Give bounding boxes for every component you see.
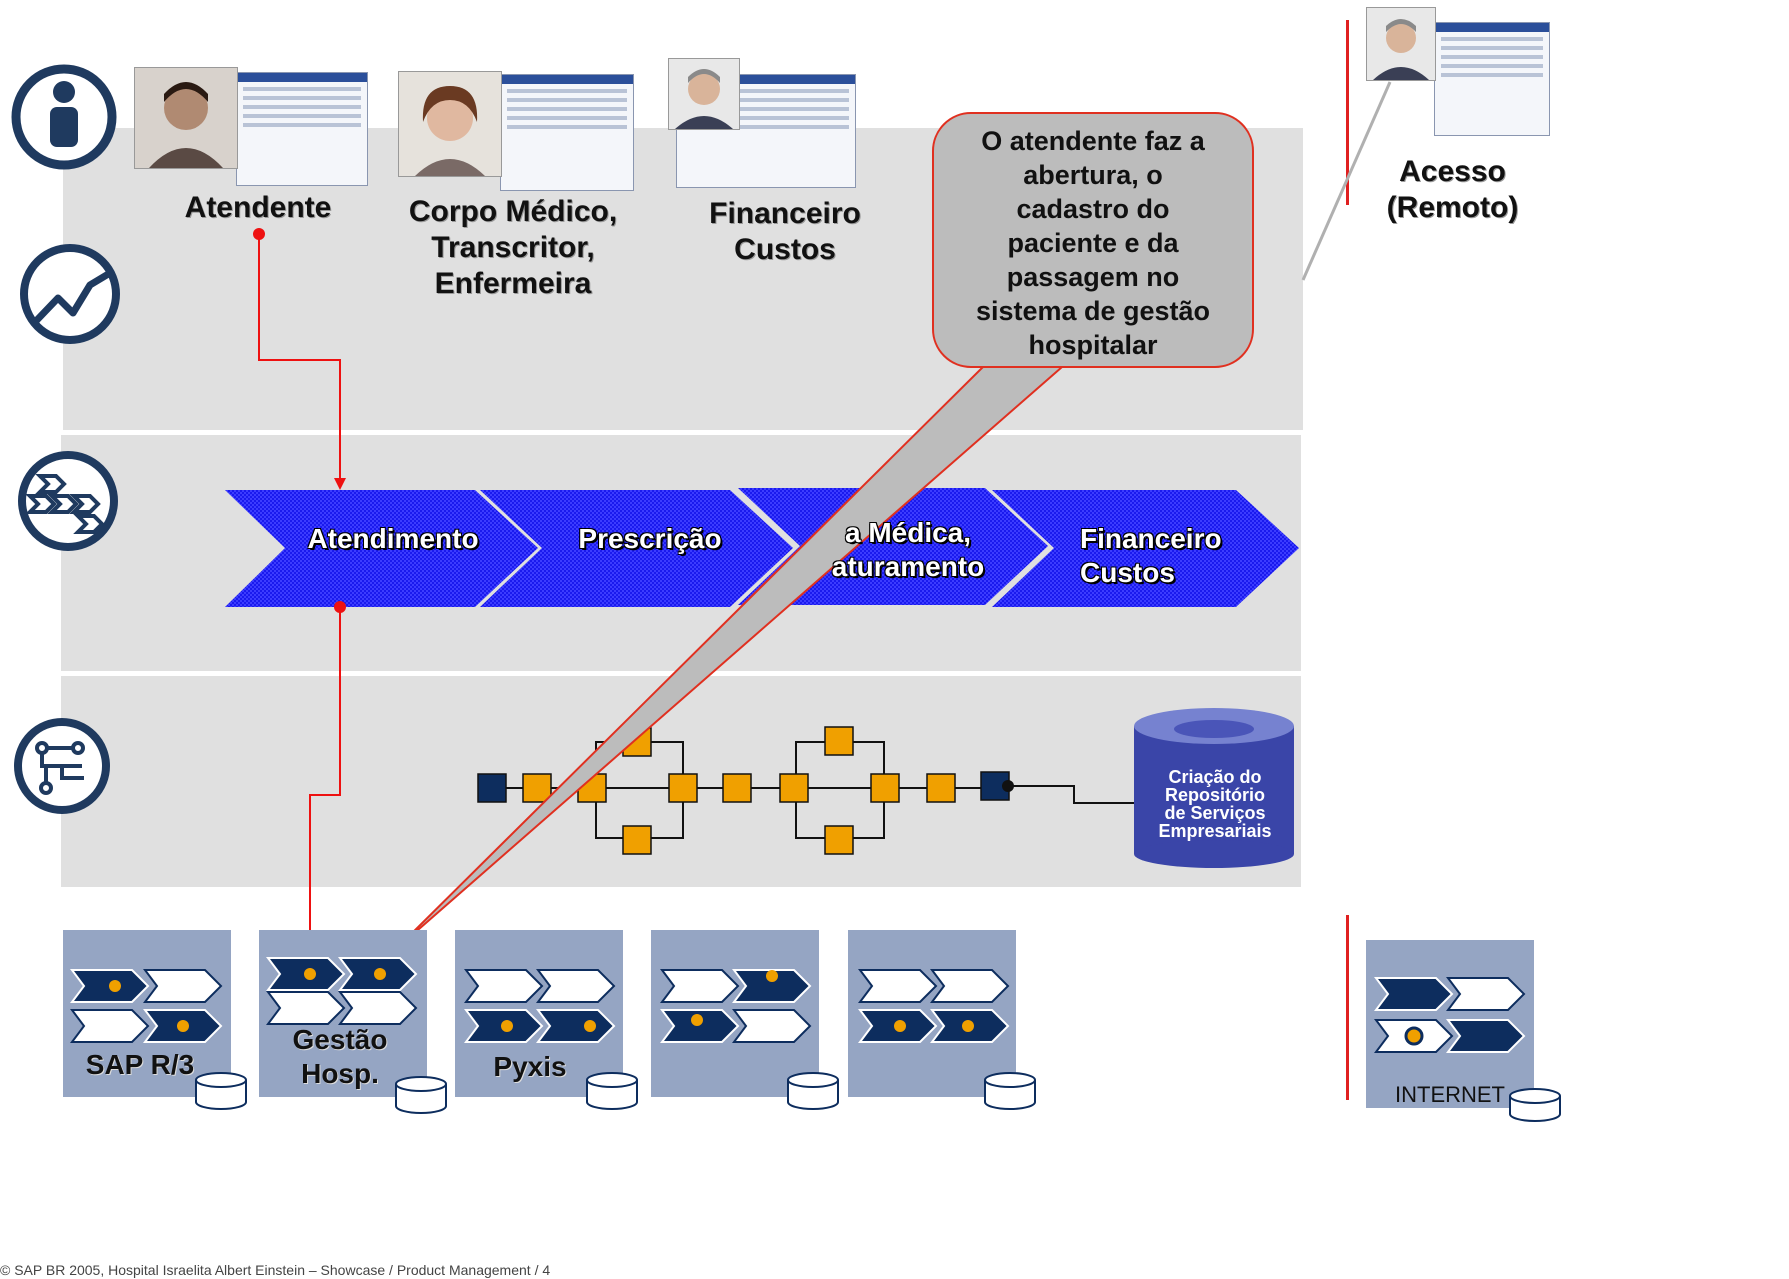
service-node	[522, 773, 552, 803]
system-label-internet: INTERNET	[1395, 1082, 1505, 1107]
callout-line: paciente e da	[1007, 228, 1179, 258]
screenshot-thumbnail	[236, 72, 368, 186]
callout-text: O atendente faz a abertura, o cadastro d…	[945, 124, 1241, 362]
service-node-start	[477, 773, 507, 803]
separator-bottom	[1346, 915, 1349, 1100]
repository-line: Empresariais	[1158, 821, 1272, 841]
role-atendente: Atendente	[184, 191, 332, 224]
chevron-financeiro	[992, 490, 1299, 607]
service-node	[779, 773, 809, 803]
step-label: Financeiro Custos	[1055, 522, 1280, 589]
role-acesso-line: Acesso	[1399, 155, 1506, 188]
step-label-line: Financeiro	[1080, 523, 1222, 554]
service-node	[622, 825, 652, 855]
financeiro-photo	[668, 58, 740, 130]
callout-line: cadastro do	[1016, 194, 1170, 224]
step-label-line: aturamento	[831, 550, 985, 582]
network-icon	[14, 718, 110, 814]
system-label-pyxis: Pyxis	[493, 1051, 567, 1082]
repository-line: Repositório	[1164, 785, 1265, 805]
process-arrows-icon	[18, 451, 118, 551]
callout-line: abertura, o	[1023, 160, 1163, 190]
service-node	[824, 825, 854, 855]
database-icon	[1134, 708, 1294, 868]
role-financeiro-line: Financeiro	[709, 197, 861, 230]
service-node	[824, 726, 854, 756]
footer-copyright: © SAP BR 2005, Hospital Israelita Albert…	[0, 1262, 551, 1278]
role-financeiro: Financeiro Custos	[690, 196, 880, 268]
repository-line: Criação do	[1168, 767, 1262, 787]
role-acesso-line: (Remoto)	[1386, 191, 1519, 224]
step-label: Prescrição	[545, 522, 755, 556]
screenshot-thumbnail	[1434, 22, 1550, 136]
role-financeiro-line: Custos	[734, 233, 836, 266]
system-label-line: Hosp.	[301, 1057, 379, 1089]
role-acesso-remoto: Acesso (Remoto)	[1360, 154, 1545, 226]
repository-label: Criação do Repositório de Serviços Empre…	[1140, 768, 1290, 840]
separator-top	[1346, 20, 1349, 205]
system-label-sap: SAP R/3	[85, 1049, 195, 1080]
chevron-atendimento	[225, 490, 538, 607]
role-corpo-medico-line: Corpo Médico,	[408, 195, 618, 228]
role-corpo-medico-line: Transcritor,	[431, 231, 595, 264]
acesso-remoto-photo	[1366, 7, 1436, 81]
role-corpo-medico: Corpo Médico, Transcritor, Enfermeira	[378, 194, 648, 302]
service-node	[722, 773, 752, 803]
callout-line: passagem no	[1006, 262, 1180, 292]
callout-line: hospitalar	[1028, 330, 1158, 360]
step-label-line: Atendimento	[307, 523, 479, 554]
chevron-prescricao	[480, 490, 793, 607]
screenshot-thumbnail	[676, 74, 856, 188]
corpo-medico-photo	[398, 71, 502, 177]
service-node	[926, 773, 956, 803]
callout-line: O atendente faz a	[981, 126, 1205, 156]
trend-chart-icon	[20, 244, 120, 344]
service-node	[870, 773, 900, 803]
step-label: Atendimento	[288, 522, 498, 556]
callout-box	[932, 112, 1254, 368]
service-node	[668, 773, 698, 803]
step-label-line: Custos	[1080, 556, 1175, 588]
repository-line: de Serviços	[1164, 803, 1266, 823]
system-label-line: Gestão	[292, 1024, 388, 1055]
step-label-line: a Médica,	[844, 517, 972, 548]
callout-line: sistema de gestão	[975, 296, 1211, 326]
step-label: a Médica, aturamento	[808, 516, 1008, 583]
person-icon	[11, 64, 117, 170]
role-corpo-medico-line: Enfermeira	[434, 267, 592, 300]
system-label-gestao: Gestão Hosp.	[265, 1023, 415, 1090]
step-label-line: Prescrição	[578, 523, 722, 554]
atendente-photo	[134, 67, 238, 169]
